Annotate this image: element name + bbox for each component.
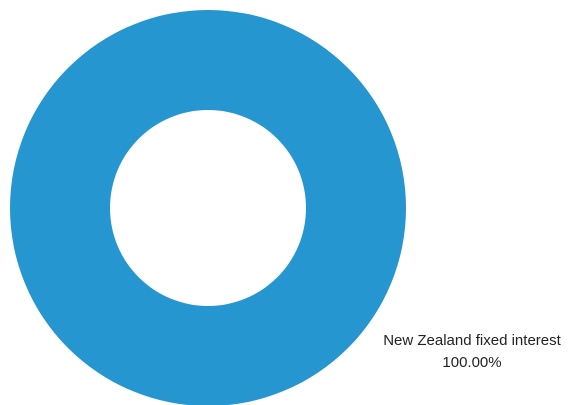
data-label-nz-fixed-interest: New Zealand fixed interest 100.00% xyxy=(362,330,582,374)
data-label-category: New Zealand fixed interest xyxy=(383,332,561,349)
data-label-value: 100.00% xyxy=(442,354,502,371)
donut-slices xyxy=(10,10,406,405)
slice-new-zealand-fixed-interest xyxy=(10,10,406,405)
